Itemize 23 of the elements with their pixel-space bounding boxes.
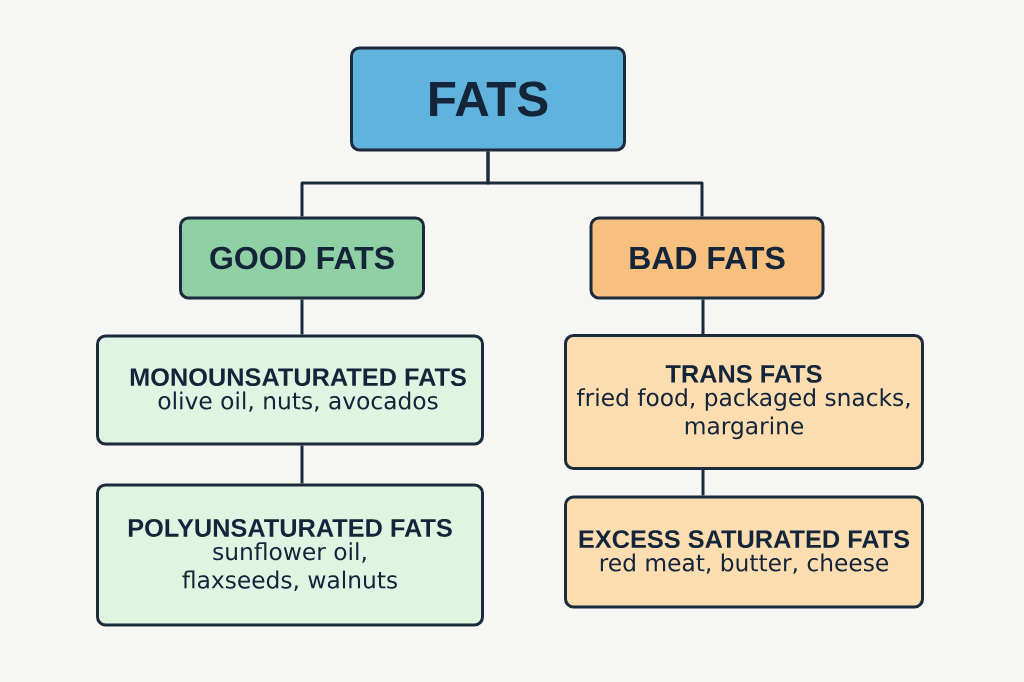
example-list: red meat, butter, cheese bbox=[600, 553, 888, 574]
category-heading: TRANS FATS bbox=[665, 364, 822, 383]
connector-line bbox=[300, 299, 304, 335]
category-box bbox=[96, 483, 484, 627]
category-heading: GOOD FATS bbox=[210, 246, 394, 270]
category-heading: FATS bbox=[430, 81, 548, 117]
category-box bbox=[564, 495, 924, 609]
category-box bbox=[179, 216, 425, 300]
category-heading: EXCESS SATURATED FATS bbox=[579, 530, 910, 549]
connector-line bbox=[300, 445, 304, 484]
category-box bbox=[350, 46, 626, 152]
example-list: fried food, packaged snacks, margarine bbox=[576, 388, 910, 440]
category-box bbox=[589, 216, 825, 300]
category-box bbox=[564, 334, 924, 470]
connector-line bbox=[486, 151, 704, 217]
category-box bbox=[96, 334, 484, 446]
connector-line bbox=[701, 470, 705, 496]
category-heading: POLYUNSATURATED FATS bbox=[128, 518, 452, 537]
example-list: sunflower oil, flaxseeds, walnuts bbox=[182, 542, 397, 592]
category-heading: BAD FATS bbox=[630, 246, 785, 270]
example-list: olive oil, nuts, avocados bbox=[158, 391, 438, 412]
category-heading: MONOUNSATURATED FATS bbox=[130, 368, 466, 387]
connector-line bbox=[701, 299, 705, 334]
